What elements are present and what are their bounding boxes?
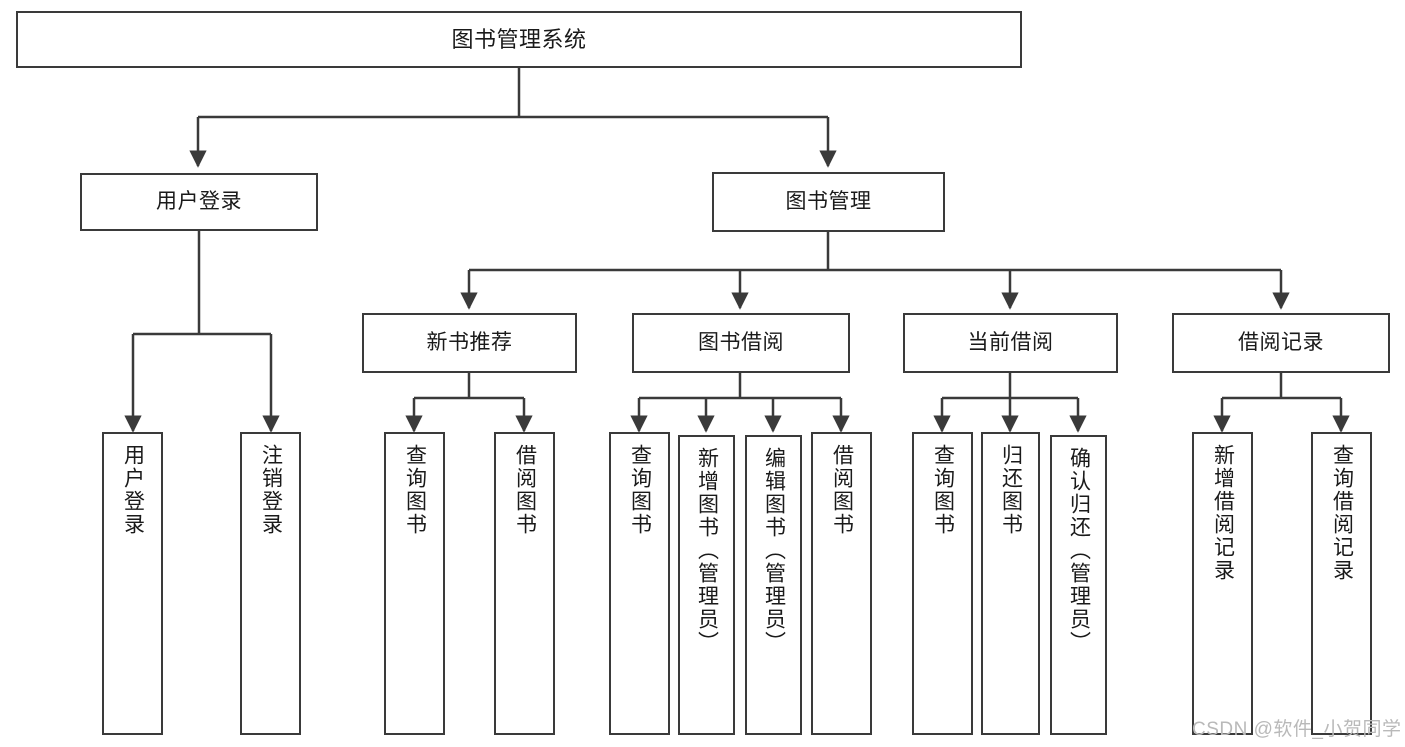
csdn-watermark: CSDN @软件_小贺同学: [1192, 719, 1402, 740]
node-label: 图书管理系统: [451, 26, 587, 52]
node-label: 借阅记录: [1238, 330, 1324, 354]
node-user-login[interactable]: 用户登录: [80, 173, 318, 231]
node-label: 查询图书: [628, 444, 652, 536]
leaf-add-book-admin[interactable]: 新增图书（管理员）: [678, 435, 735, 735]
node-current-borrow[interactable]: 当前借阅: [903, 313, 1118, 373]
node-label: 查询图书: [403, 444, 427, 536]
node-label: 图书借阅: [698, 330, 784, 354]
node-label: 用户登录: [121, 444, 145, 536]
leaf-user-login[interactable]: 用户登录: [102, 432, 163, 735]
node-book-borrow[interactable]: 图书借阅: [632, 313, 850, 373]
leaf-logout-login[interactable]: 注销登录: [240, 432, 301, 735]
node-borrow-record[interactable]: 借阅记录: [1172, 313, 1390, 373]
node-label: 新增借阅记录: [1211, 444, 1235, 582]
node-label: 借阅图书: [830, 444, 854, 536]
leaf-query-borrow-record[interactable]: 查询借阅记录: [1311, 432, 1372, 735]
leaf-add-borrow-record[interactable]: 新增借阅记录: [1192, 432, 1253, 735]
leaf-borrow-book-recommend[interactable]: 借阅图书: [494, 432, 555, 735]
leaf-edit-book-admin[interactable]: 编辑图书（管理员）: [745, 435, 802, 735]
node-label: 确认归还（管理员）: [1067, 447, 1091, 654]
leaf-query-book-current[interactable]: 查询图书: [912, 432, 973, 735]
node-root-book-management-system[interactable]: 图书管理系统: [16, 11, 1022, 68]
node-label: 新增图书（管理员）: [695, 447, 719, 654]
node-label: 归还图书: [999, 444, 1023, 536]
node-label: 查询借阅记录: [1330, 444, 1354, 582]
leaf-return-book[interactable]: 归还图书: [981, 432, 1040, 735]
node-label: 图书管理: [785, 189, 872, 213]
node-label: 当前借阅: [967, 330, 1054, 354]
node-label: 借阅图书: [513, 444, 537, 536]
node-label: 新书推荐: [426, 330, 513, 354]
node-new-book-recommend[interactable]: 新书推荐: [362, 313, 577, 373]
node-label: 注销登录: [259, 444, 283, 536]
leaf-confirm-return-admin[interactable]: 确认归还（管理员）: [1050, 435, 1107, 735]
node-label: 查询图书: [931, 444, 955, 536]
node-book-management[interactable]: 图书管理: [712, 172, 945, 232]
leaf-query-book-borrow[interactable]: 查询图书: [609, 432, 670, 735]
node-label: 用户登录: [156, 189, 242, 213]
node-label: 编辑图书（管理员）: [762, 447, 786, 654]
leaf-query-book-recommend[interactable]: 查询图书: [384, 432, 445, 735]
leaf-borrow-book-borrow[interactable]: 借阅图书: [811, 432, 872, 735]
